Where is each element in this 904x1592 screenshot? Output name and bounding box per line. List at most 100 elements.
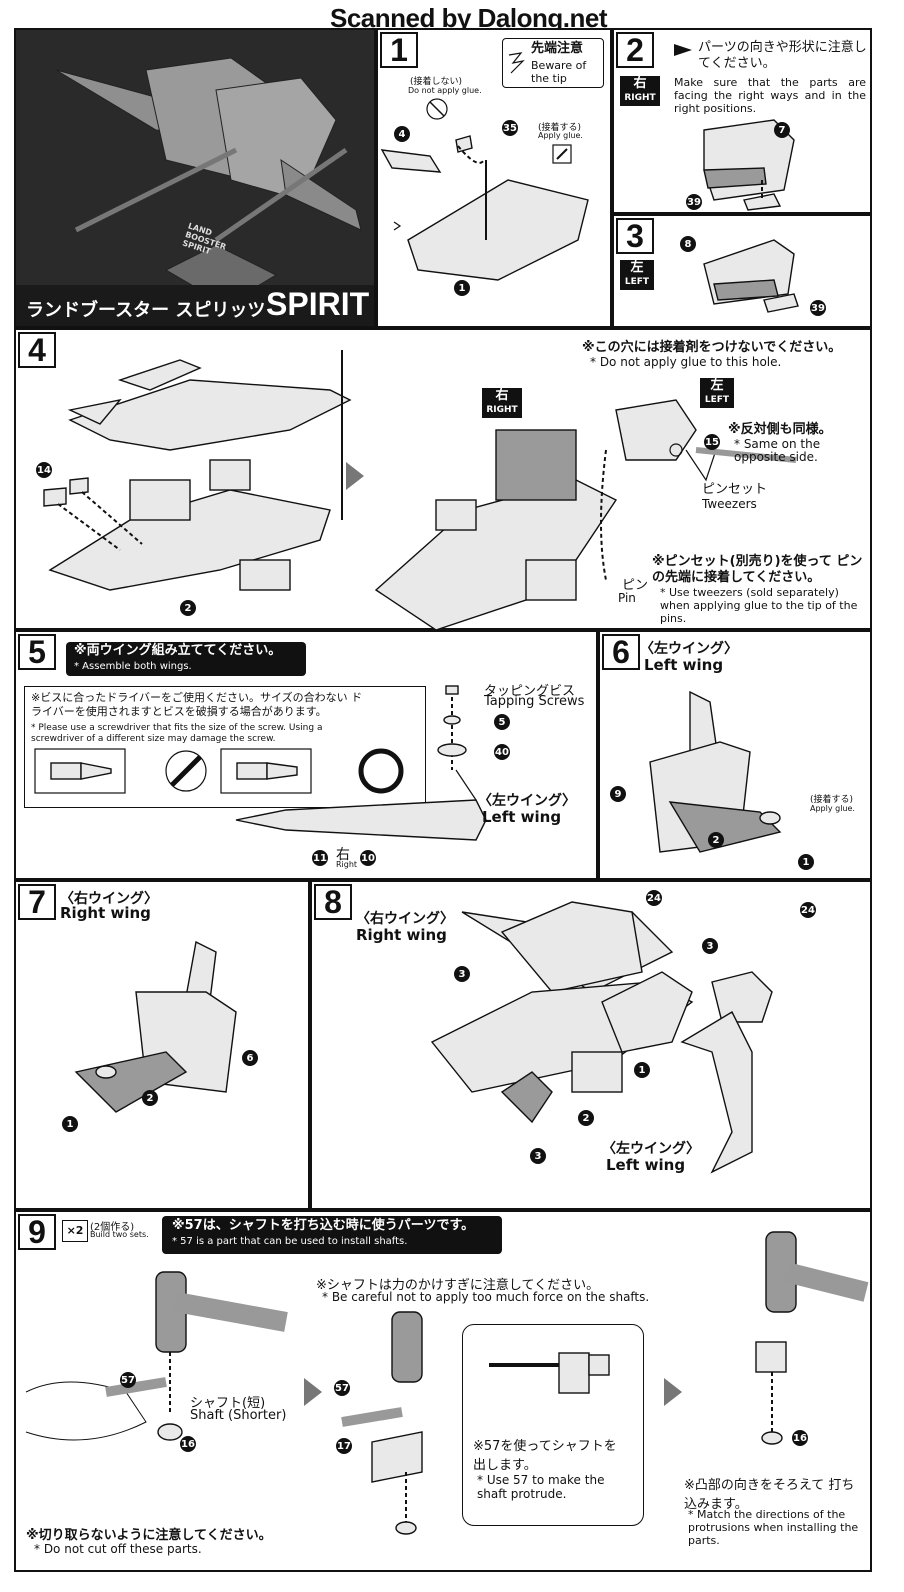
step-4-hole-note-jp: ※この穴には接着剤をつけないでください。 (582, 340, 842, 355)
step-9-banner-jp: ※57は、シャフトを打ち込む時に使うパーツです。 (172, 1218, 475, 1233)
opposite-jp: ※反対側も同様。 (728, 422, 832, 437)
step-3-diagram (703, 239, 799, 313)
step-2-side-en: RIGHT (624, 93, 656, 103)
step-5-diagram (235, 685, 487, 841)
spirit-illustration (16, 30, 374, 326)
shaft-detail-diagram (489, 1352, 610, 1394)
screw-note-en: * Please use a screwdriver that fits the… (31, 723, 323, 744)
step-5-part-11: 11 (312, 850, 328, 866)
step-4-right-diagram (374, 399, 797, 631)
step-8-left-wing-jp: 〈左ウイング〉 (602, 1141, 700, 1157)
step-9-build-en: Build two sets. (90, 1230, 149, 1239)
step-2-note-en: Make sure that the parts are facing the … (674, 76, 866, 115)
step-6-glue-jp: (接着する) (810, 795, 854, 805)
shaft-detail-box: ※57を使ってシャフトを 出します。 * Use 57 to make the … (462, 1324, 644, 1526)
step-5-part-10: 10 (360, 850, 376, 866)
step-7-diagram (74, 940, 237, 1113)
step-7-wing-jp: 〈右ウイング〉 (60, 891, 158, 907)
step-9-part-57-b: 57 (334, 1380, 350, 1396)
step-8-diagram (430, 901, 773, 1174)
step-9-panel: 9 ×2 (2個作る) Build two sets. ※57は、シャフトを打ち… (14, 1210, 872, 1572)
step-2-note-jp: パーツの向きや形状に注意してください。 (698, 40, 867, 71)
tweezers-en: Tweezers (702, 497, 757, 511)
step-7-part-6: 6 (242, 1050, 258, 1066)
step-2-part-39: 39 (686, 194, 702, 210)
step-3-part-39: 39 (810, 300, 826, 316)
step-2-side-jp: 右 (633, 76, 647, 91)
use-en: * Use 57 to make the shaft protrude. (477, 1473, 605, 1501)
step-8-right-wing-jp: 〈右ウイング〉 (356, 911, 454, 927)
screw-note-box: ※ビスに合ったドライバーをご使用ください。サイズの合わない ドライバーを使用され… (24, 686, 426, 808)
caution-en: Beware of the tip (531, 59, 587, 85)
step-1-part-4: 4 (394, 126, 410, 142)
step-9-number: 9 (18, 1214, 56, 1250)
no-glue-jp: (接着しない) (410, 77, 463, 87)
step-4-arrow-icon (346, 462, 364, 490)
step-2-side-badge: 右 RIGHT (620, 76, 660, 106)
step-8-part-3-bottom: 3 (530, 1148, 546, 1164)
step-5-number: 5 (18, 634, 56, 670)
step-8-number: 8 (314, 884, 352, 920)
step-7-wing-en: Right wing (60, 904, 151, 922)
step-6-order-1: 1 (798, 854, 814, 870)
step-8-part-3-top: 3 (454, 966, 470, 982)
step-3-panel: 3 左 LEFT 8 39 (612, 214, 872, 328)
caution-box: 先端注意 Beware of the tip (502, 38, 604, 88)
direction-arrow-icon (674, 44, 692, 56)
step-3-side-badge: 左 LEFT (620, 260, 654, 290)
shaft-jp: シャフト(短) (190, 1396, 266, 1411)
step-4-left-badge: 左 LEFT (700, 378, 734, 408)
step-9-part-16-b: 16 (792, 1430, 808, 1446)
step-7-panel: 7 〈右ウイング〉 Right wing 6 1 2 (14, 880, 310, 1210)
step-5-banner: ※両ウイング組み立ててください。 * Assemble both wings. (66, 642, 306, 676)
step-6-diagram (649, 690, 782, 853)
step-5-part-5: 5 (494, 714, 510, 730)
cut-jp: ※切り取らないように注意してください。 (26, 1528, 272, 1543)
tapping-jp: タッピングビス (484, 684, 576, 699)
no-glue-en: Do not apply glue. (408, 86, 482, 95)
step-6-panel: 6 〈左ウイング〉 Left wing 9 (接着する) Apply glue.… (598, 630, 872, 880)
step-6-wing-jp: 〈左ウイング〉 (640, 641, 738, 657)
step-1-panel: 1 先端注意 Beware of the tip (接着しない) Do not … (376, 28, 612, 328)
sharp-tip-icon (508, 52, 525, 74)
step-4-number: 4 (18, 332, 56, 368)
step-8-left-wing-en: Left wing (606, 1156, 686, 1174)
match-en: * Match the directions of the protrusion… (688, 1508, 859, 1547)
step-3-side-en: LEFT (624, 277, 650, 287)
step-4-right-jp: 右 (495, 388, 509, 403)
tweezer-note-en: * Use tweezers (sold separately) when ap… (660, 586, 858, 625)
force-jp: ※シャフトは力のかけすぎに注意してください。 (316, 1278, 600, 1293)
step-5-right-en: Right (336, 860, 358, 869)
step-1-diagram (380, 135, 589, 281)
opposite-en: * Same on the opposite side. (734, 437, 821, 464)
step-2-diagram (703, 119, 795, 211)
step-9-left-diagram (25, 1271, 288, 1441)
step-8-order-2: 2 (578, 1110, 594, 1126)
step-4-left-jp: 左 (710, 378, 724, 393)
glue-jp: (接着する) (538, 123, 582, 133)
step-2-panel: 2 パーツの向きや形状に注意してください。 Make sure that the… (612, 28, 872, 214)
step-1-part-35: 35 (502, 120, 518, 136)
tweezers-jp: ピンセット (702, 482, 768, 497)
step-2-number: 2 (616, 32, 654, 68)
hero-title-jp: ランドブースター スピリッツ (26, 300, 266, 321)
screwdriver-comparison (34, 748, 404, 794)
tweezer-note-jp: ※ピンセット(別売り)を使って ピンの先端に接着してください。 (652, 554, 863, 585)
step-3-number: 3 (616, 218, 654, 254)
step-8-right-wing-en: Right wing (356, 926, 447, 944)
step-3-part-8: 8 (680, 236, 696, 252)
step-1-number: 1 (380, 32, 418, 68)
step-1-part-1: 1 (454, 280, 470, 296)
step-6-wing-en: Left wing (644, 656, 724, 674)
step-8-part-24-top: 24 (646, 890, 662, 906)
step-4-left-en: LEFT (704, 395, 730, 405)
step-9-part-17: 17 (336, 1438, 352, 1454)
glue-brush-icon (552, 144, 572, 164)
step-4-left-diagram (43, 350, 352, 591)
step-8-panel: 8 〈右ウイング〉 Right wing 24 24 3 3 1 2 3 〈左ウ… (310, 880, 872, 1210)
step-9-build-jp: (2個作る) (90, 1222, 135, 1233)
hero-panel: LAND BOOSTER SPIRIT ランドブースター スピリッツ SPIRI… (14, 28, 376, 328)
no-glue-icon (426, 98, 448, 120)
step-7-order-1: 1 (62, 1116, 78, 1132)
step-4-part-2: 2 (180, 600, 196, 616)
